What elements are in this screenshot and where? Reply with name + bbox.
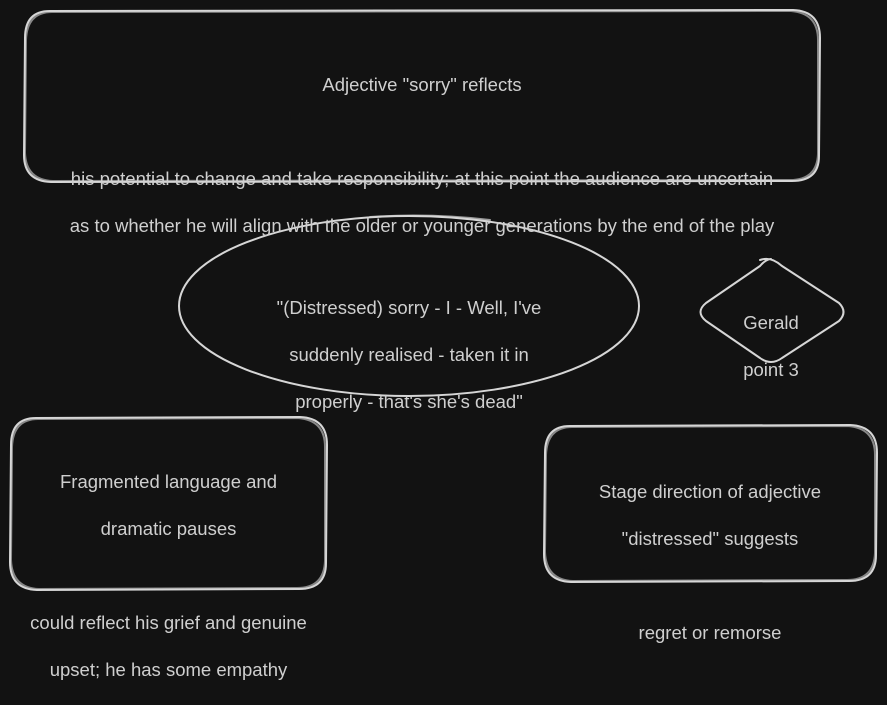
gerald-diamond-shape[interactable] — [699, 257, 845, 363]
quote-line-3: properly - that's she's dead" — [295, 390, 523, 412]
left-box-line-5: upset; he has some empathy — [49, 658, 288, 680]
left-box-line-4: could reflect his grief and genuine — [30, 611, 307, 633]
top-box-line-4: as to whether he will align with the old… — [69, 214, 775, 236]
top-box-shape[interactable] — [23, 9, 821, 183]
right-box-line-3 — [545, 574, 875, 598]
gerald-line-1: Gerald — [743, 311, 799, 333]
right-box-line-2: "distressed" suggests — [621, 527, 799, 549]
right-box-line-1: Stage direction of adjective — [598, 480, 822, 502]
top-box-line-1: Adjective "sorry" reflects — [322, 73, 522, 95]
left-box-line-1: Fragmented language and — [59, 470, 278, 492]
right-box-shape[interactable] — [543, 424, 878, 583]
left-box-line-3 — [11, 564, 326, 588]
quote-line-1: "(Distressed) sorry - I - Well, I've — [276, 296, 542, 318]
diagram-shapes — [9, 9, 878, 591]
top-box-line-2 — [24, 120, 820, 144]
gerald-line-2: point 3 — [743, 358, 799, 380]
gerald-diamond-text: Gerald point 3 — [711, 287, 831, 405]
quote-ellipse-text: "(Distressed) sorry - I - Well, I've sud… — [200, 272, 618, 437]
right-box-text: Stage direction of adjective "distressed… — [545, 456, 875, 668]
left-box-text: Fragmented language and dramatic pauses … — [11, 446, 326, 705]
top-box-text: Adjective "sorry" reflects his potential… — [24, 49, 820, 261]
right-box-line-4: regret or remorse — [638, 621, 782, 643]
left-box-line-2: dramatic pauses — [100, 517, 237, 539]
top-box-line-3: his potential to change and take respons… — [70, 167, 774, 189]
left-box-shape[interactable] — [9, 416, 328, 591]
quote-line-2: suddenly realised - taken it in — [289, 343, 529, 365]
quote-ellipse-shape[interactable] — [178, 214, 640, 397]
